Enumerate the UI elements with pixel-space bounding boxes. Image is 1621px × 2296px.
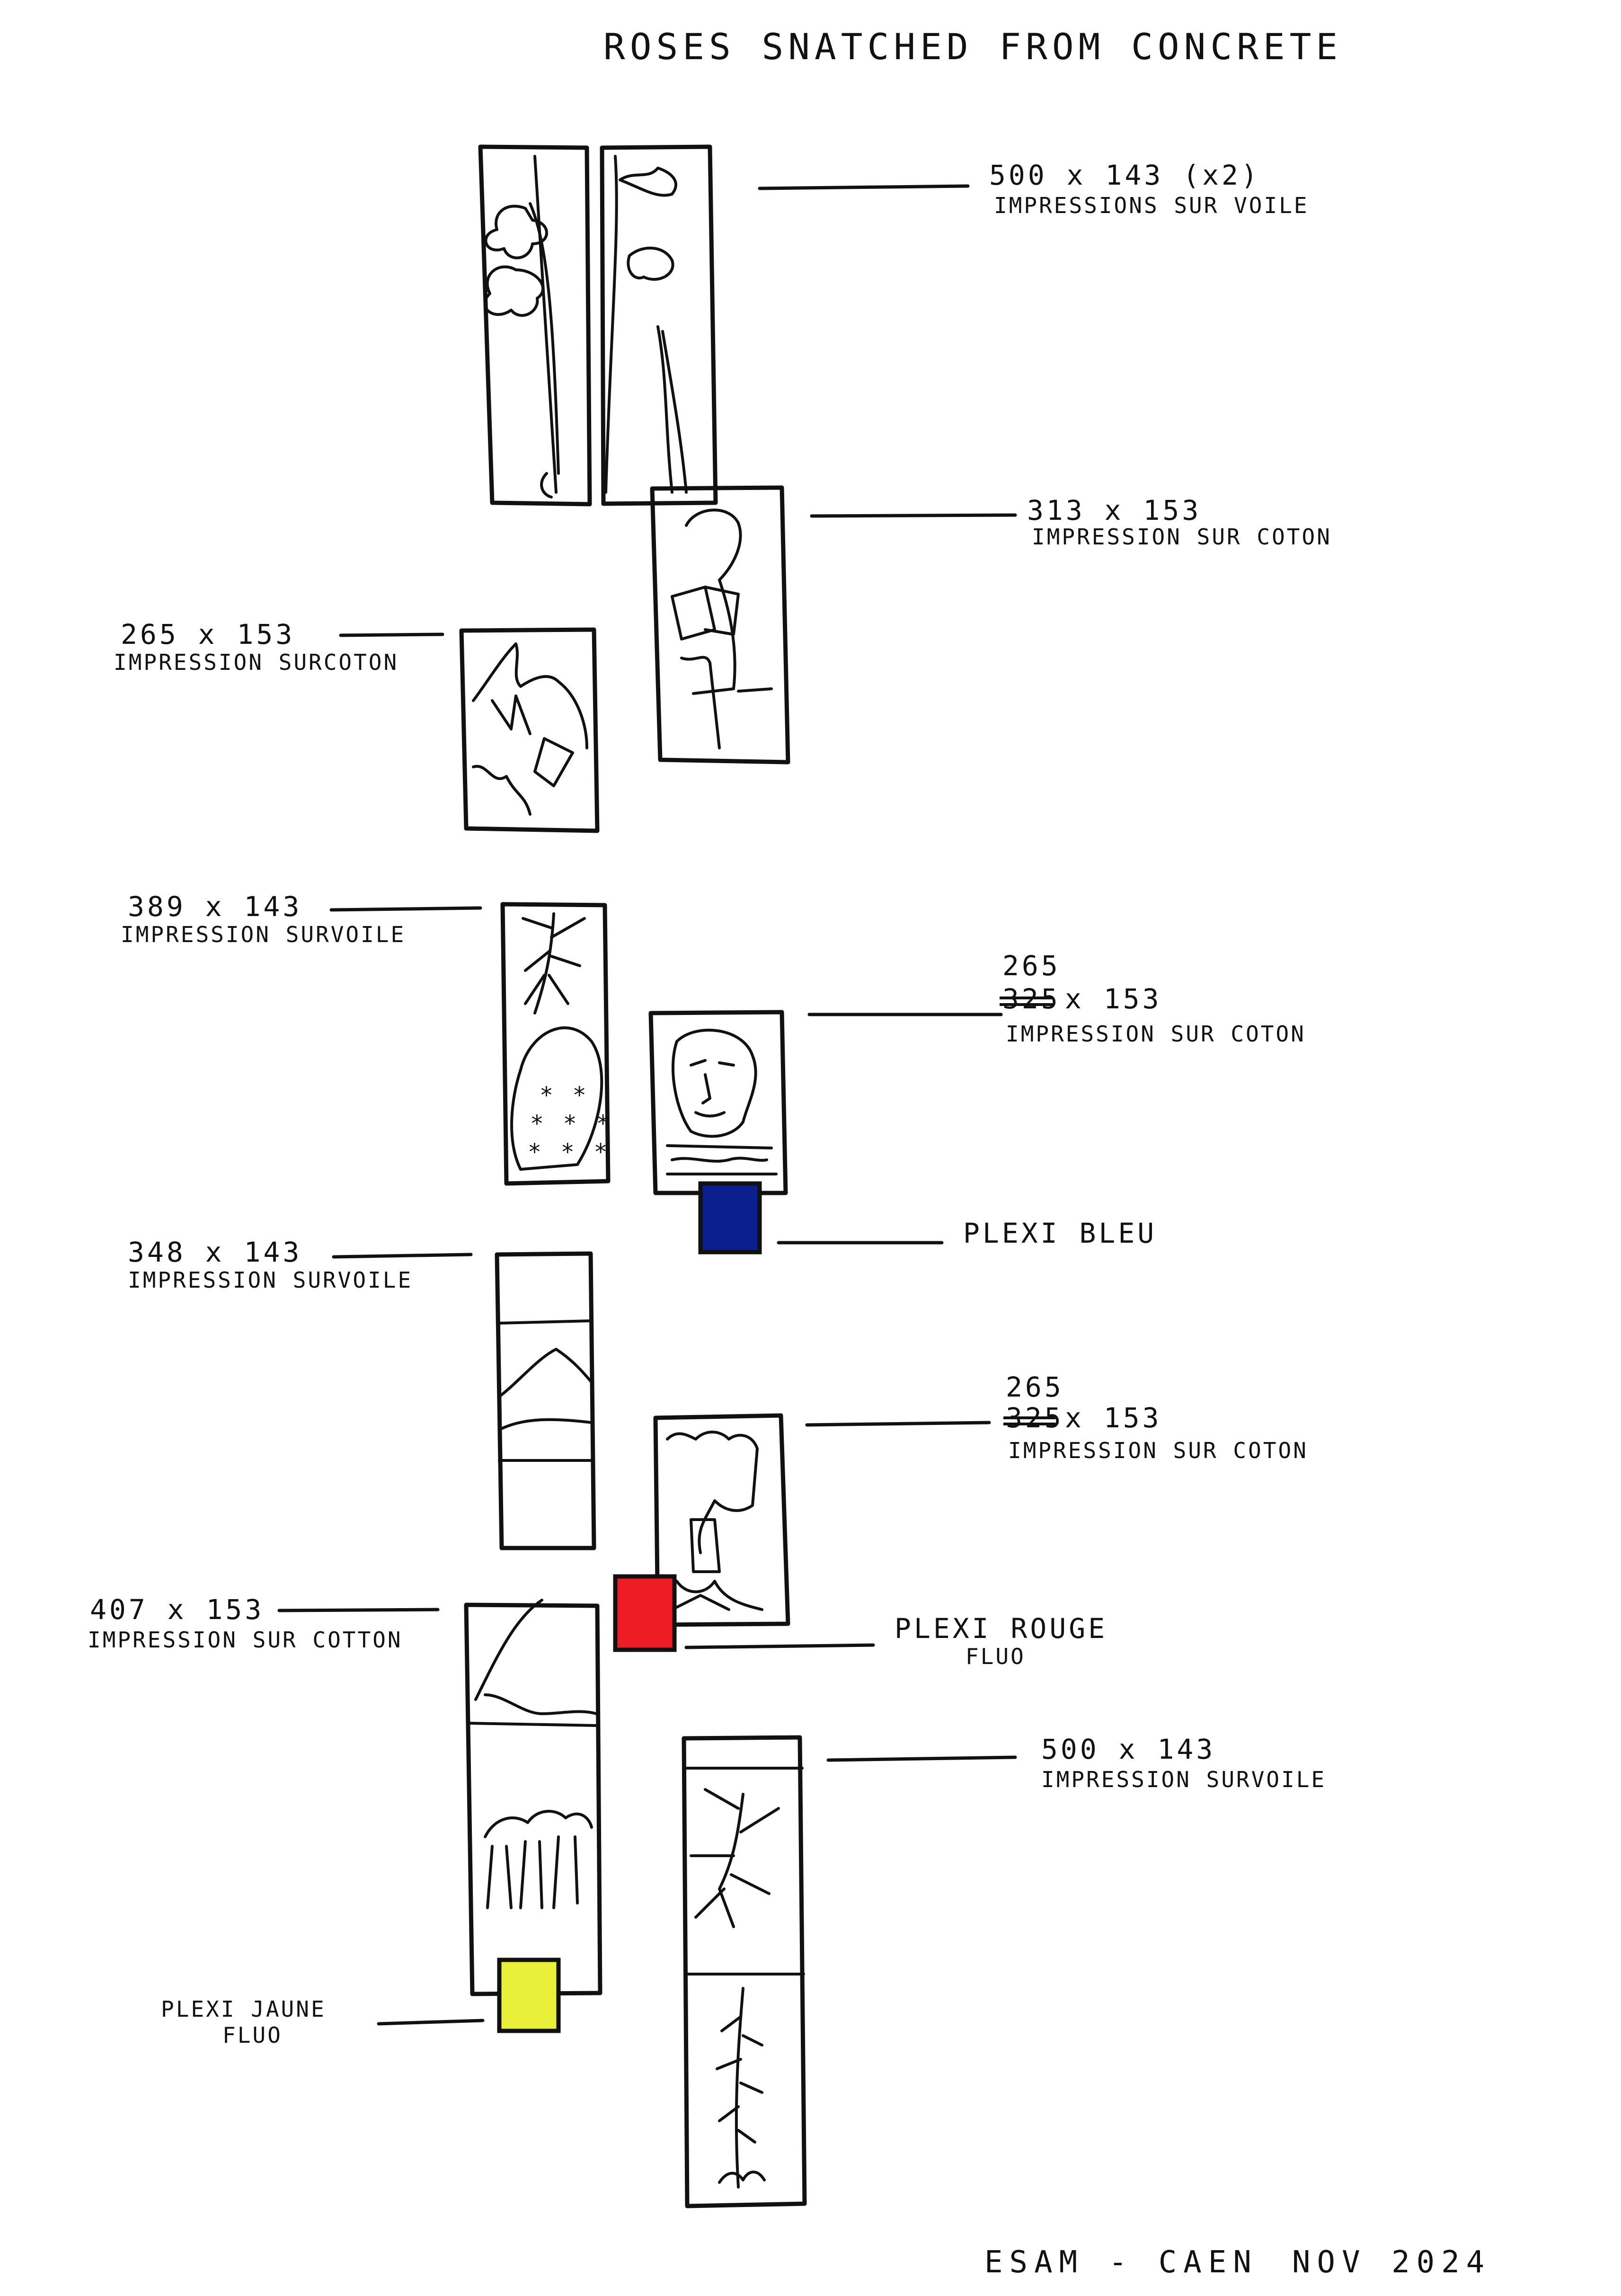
panel-voile-landscape [495,1251,596,1550]
annotation-a9-dimension: 500 x 143 [1041,1733,1215,1765]
svg-text:* * *: * * * [530,1111,613,1137]
panel-coton-fist [653,1413,790,1627]
annotation-a8-material: IMPRESSION SUR COTTON [88,1627,403,1653]
panel-coton-figures [464,1599,602,1996]
sketch-title: ROSES SNATCHED FROM CONCRETE [603,26,1342,68]
leader-a6 [332,1253,473,1259]
panel-coton-face [648,1010,788,1195]
panel-voile-palm: * * * * * * * * [500,902,613,1186]
plexi-red-label: PLEXI ROUGE [895,1612,1107,1645]
leader-a3 [339,632,444,637]
svg-text:* *: * * [540,1082,589,1109]
plexi-yellow-label: PLEXI JAUNE [161,1996,326,2022]
annotation-a5-dimension-top: 265 [1002,950,1061,982]
leader-a4 [329,906,482,912]
leader-a2 [810,513,1017,518]
panel-voile-plants [682,1735,807,2208]
svg-text:* * *: * * * [528,1139,611,1166]
leader-a9 [826,1755,1017,1762]
annotation-a5-material: IMPRESSION SUR COTON [1006,1021,1306,1047]
annotation-a1-material: IMPRESSIONS SUR VOILE [994,193,1309,218]
annotation-a4-dimension: 389 x 143 [128,890,302,923]
plexi-red [613,1574,677,1652]
plexi-red-label-2: FLUO [966,1644,1026,1669]
leader-a8 [277,1608,440,1612]
leader-plexi-yellow [377,2019,485,2026]
panel-coton-hand [459,627,600,833]
annotation-a1-dimension: 500 x 143 (x2) [989,159,1260,191]
annotation-a7-dimension-rest: x 153 [1065,1402,1162,1434]
leader-plexi-red [684,1643,875,1649]
annotation-a5-dimension-rest: x 153 [1065,983,1162,1015]
annotation-a7-dimension-top: 265 [1006,1371,1064,1403]
annotation-a3-material: IMPRESSION SURCOTON [114,650,399,675]
panel-coton-reader [650,485,790,765]
panel-voile-twin-right [600,144,718,506]
annotation-a2-dimension: 313 x 153 [1027,494,1201,526]
footer-school: ESAM - CAEN [984,2245,1258,2280]
annotation-a9-material: IMPRESSION SURVOILE [1041,1767,1326,1792]
footer-date: NOV 2024 [1292,2245,1491,2280]
annotation-a2-material: IMPRESSION SUR COTON [1032,524,1332,550]
panel-voile-twin-left [478,144,592,507]
annotation-a6-material: IMPRESSION SURVOILE [128,1267,413,1293]
plexi-yellow [497,1958,561,2033]
plexi-blue [698,1181,762,1255]
annotation-a4-material: IMPRESSION SURVOILE [121,922,406,947]
leader-a1 [758,184,970,190]
plexi-blue-label: PLEXI BLEU [963,1217,1157,1249]
plexi-yellow-label-2: FLUO [222,2022,283,2048]
annotation-a8-dimension: 407 x 153 [90,1593,264,1626]
annotation-a3-dimension: 265 x 153 [121,618,295,650]
annotation-a7-material: IMPRESSION SUR COTON [1008,1438,1308,1463]
annotation-a6-dimension: 348 x 143 [128,1236,302,1268]
leader-a7 [805,1421,991,1427]
